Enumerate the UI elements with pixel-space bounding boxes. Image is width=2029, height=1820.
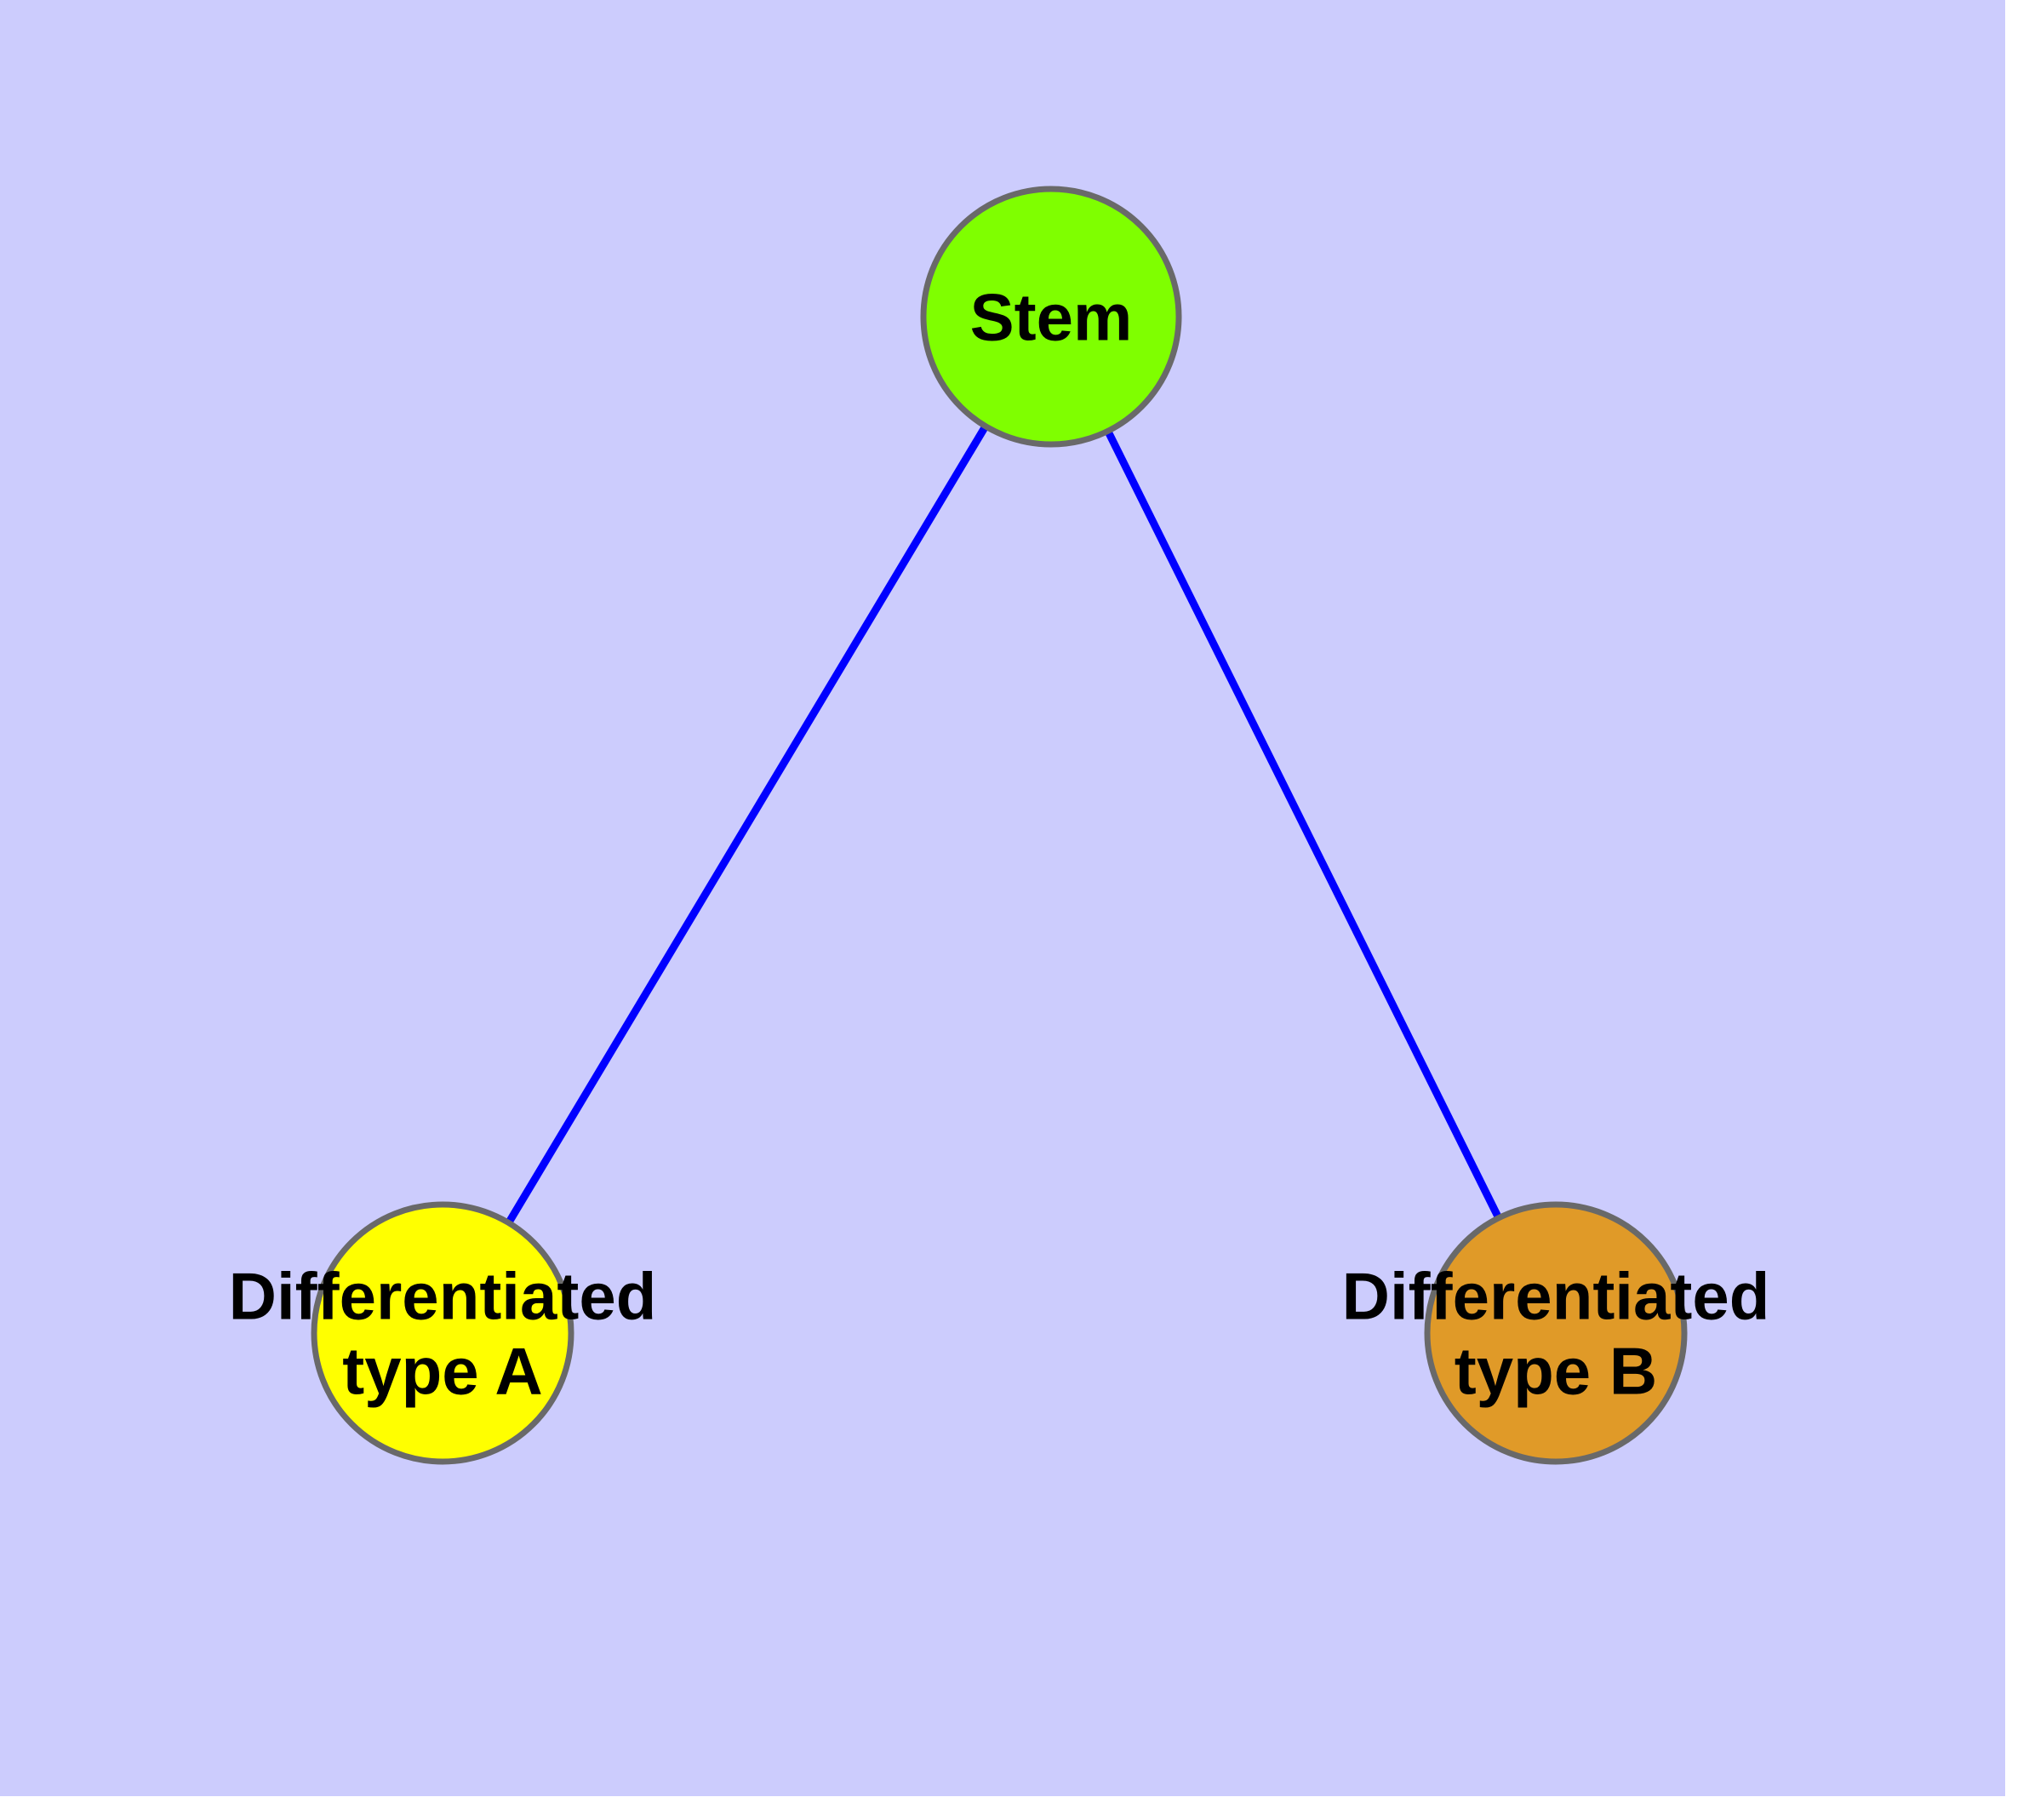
node-diff-a-label-line2: type A: [342, 1333, 543, 1408]
node-diff-b-circle[interactable]: [1424, 1201, 1688, 1465]
node-diff-b-label-line2: type B: [1455, 1333, 1657, 1408]
node-stem-circle[interactable]: [920, 186, 1182, 448]
edge-stem-to-diff-b[interactable]: [1104, 429, 1502, 1220]
edge-stem-to-diff-a[interactable]: [505, 424, 989, 1225]
edge-layer: [505, 424, 1502, 1225]
label-layer: Stem Differentiated type A Differentiate…: [229, 279, 1770, 1408]
node-diff-a-circle[interactable]: [311, 1201, 574, 1465]
node-stem-label-line1: Stem: [970, 279, 1133, 354]
node-diff-a[interactable]: [311, 1201, 574, 1465]
node-diff-b[interactable]: [1424, 1201, 1688, 1465]
node-diff-b-label-line1: Differentiated: [1342, 1258, 1770, 1333]
node-stem[interactable]: [920, 186, 1182, 448]
node-diff-a-label-line1: Differentiated: [229, 1258, 657, 1333]
